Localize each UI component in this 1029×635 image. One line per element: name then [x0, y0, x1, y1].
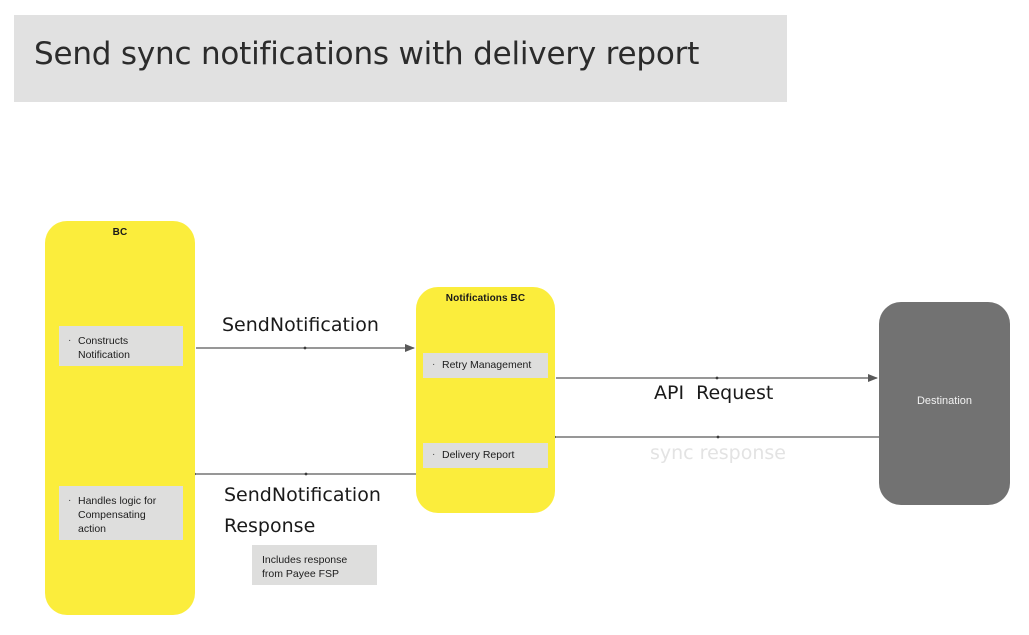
node-notifications-bc[interactable]: Notifications BC · Retry Management · Deli… — [416, 287, 555, 513]
chip-constructs-notification[interactable]: · Constructs Notification — [59, 326, 183, 366]
arrow-sync-response — [548, 433, 879, 441]
node-notifications-bc-title: Notifications BC — [445, 293, 526, 304]
page-title: Send sync notifications with delivery re… — [34, 36, 700, 72]
chip-delivery-report-label: Delivery Report — [442, 449, 515, 461]
note-payee-fsp[interactable]: Includes response from Payee FSP — [252, 545, 377, 585]
note-payee-fsp-text: Includes response from Payee FSP — [262, 554, 348, 580]
bullet-icon: · — [68, 335, 72, 346]
node-source-bc-title: BC — [112, 227, 128, 238]
chip-handles-compensating-logic[interactable]: · Handles logic for Compensating action — [59, 486, 183, 540]
chip-handles-compensating-logic-label: Handles logic for Compensating action — [78, 495, 157, 535]
arrow-label-api-request: API Request — [654, 382, 774, 404]
arrow-send-notification — [196, 344, 415, 352]
node-source-bc[interactable]: BC · Constructs Notification · Handles log… — [45, 221, 195, 615]
arrow-api-request — [556, 374, 878, 382]
node-destination[interactable]: Destination — [879, 302, 1010, 505]
bullet-icon: · — [432, 359, 436, 370]
chip-retry-management[interactable]: · Retry Management — [423, 353, 548, 378]
chip-delivery-report[interactable]: · Delivery Report — [423, 443, 548, 468]
bullet-icon: · — [432, 449, 436, 460]
arrow-label-sync-response: sync response — [650, 442, 786, 464]
chip-constructs-notification-label: Constructs Notification — [78, 335, 130, 361]
arrow-label-send-notification-response: SendNotification Response — [224, 484, 381, 537]
node-destination-label: Destination — [916, 395, 973, 407]
chip-retry-management-label: Retry Management — [442, 359, 532, 371]
bullet-icon: · — [68, 495, 72, 506]
arrow-send-notification-response — [188, 470, 416, 478]
arrow-label-send-notification: SendNotification — [222, 314, 379, 336]
title-banner — [14, 15, 787, 102]
